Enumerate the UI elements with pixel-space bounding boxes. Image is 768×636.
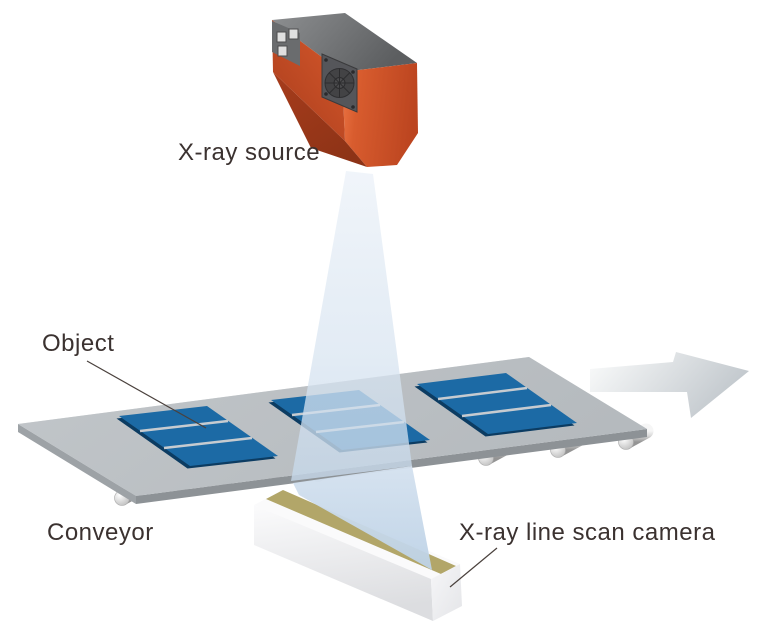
object-panel-3 (414, 373, 577, 437)
source-right-face (342, 63, 418, 167)
camera-front-face (254, 505, 433, 621)
connector-port (288, 28, 299, 40)
leader-line-camera (449, 547, 498, 588)
connector-port (276, 31, 287, 43)
label-line-scan-camera: X-ray line scan camera (459, 519, 716, 546)
connector-panel (272, 21, 300, 66)
object-stripe (139, 419, 229, 433)
direction-arrow-icon (590, 352, 749, 418)
fan-grille-icon (321, 53, 358, 113)
object-top (119, 406, 278, 466)
label-object: Object (42, 330, 114, 357)
source-top-face (272, 13, 417, 72)
xray-source-housing (272, 13, 418, 167)
conveyor-left-face (18, 424, 136, 504)
object-panel-1 (116, 406, 278, 469)
camera-end-face (431, 564, 462, 621)
object-stripe (437, 386, 528, 401)
leader-line-object (86, 360, 207, 429)
object-stripe (461, 403, 552, 418)
object-stripe (163, 436, 253, 450)
xray-beam-upper (291, 171, 412, 481)
label-xray-source: X-ray source (178, 139, 320, 166)
source-bottom-wedge (273, 72, 367, 167)
xray-beam-lower (293, 466, 432, 570)
connector-port (277, 45, 288, 57)
object-top (417, 373, 577, 434)
label-conveyor: Conveyor (47, 519, 154, 546)
